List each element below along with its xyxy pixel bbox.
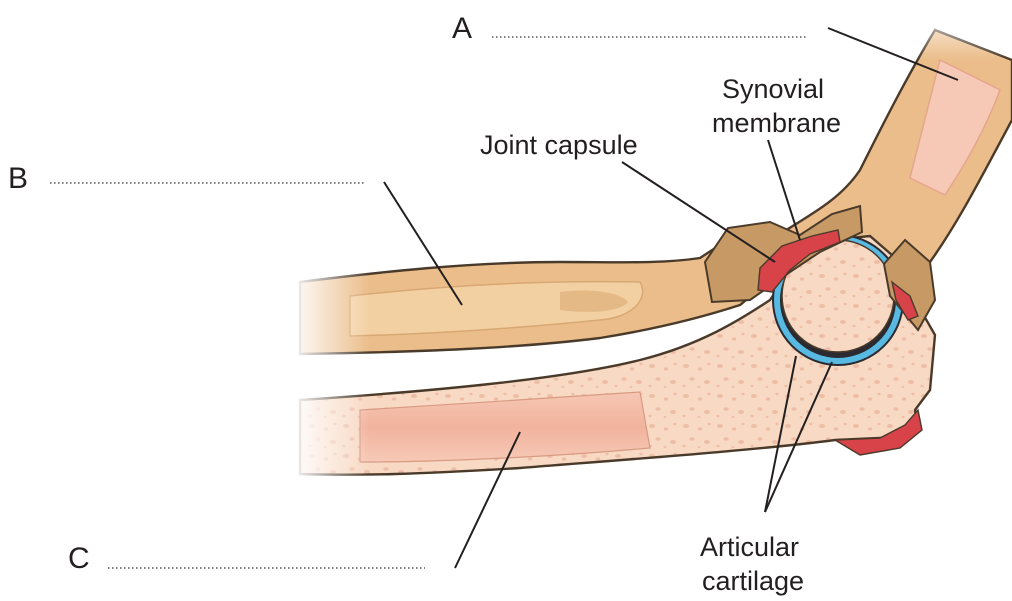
bones bbox=[290, 0, 1012, 490]
label-synovial-membrane: Synovial membrane bbox=[712, 74, 841, 138]
label-articular-cartilage: Articular cartilage bbox=[700, 532, 807, 596]
label-c: C bbox=[68, 542, 90, 575]
left-fade bbox=[290, 250, 370, 490]
label-b: B bbox=[8, 162, 28, 195]
label-a: A bbox=[452, 12, 472, 45]
leader-joint-capsule bbox=[622, 162, 775, 262]
top-fade bbox=[900, 0, 1012, 60]
label-joint-capsule: Joint capsule bbox=[480, 130, 638, 160]
